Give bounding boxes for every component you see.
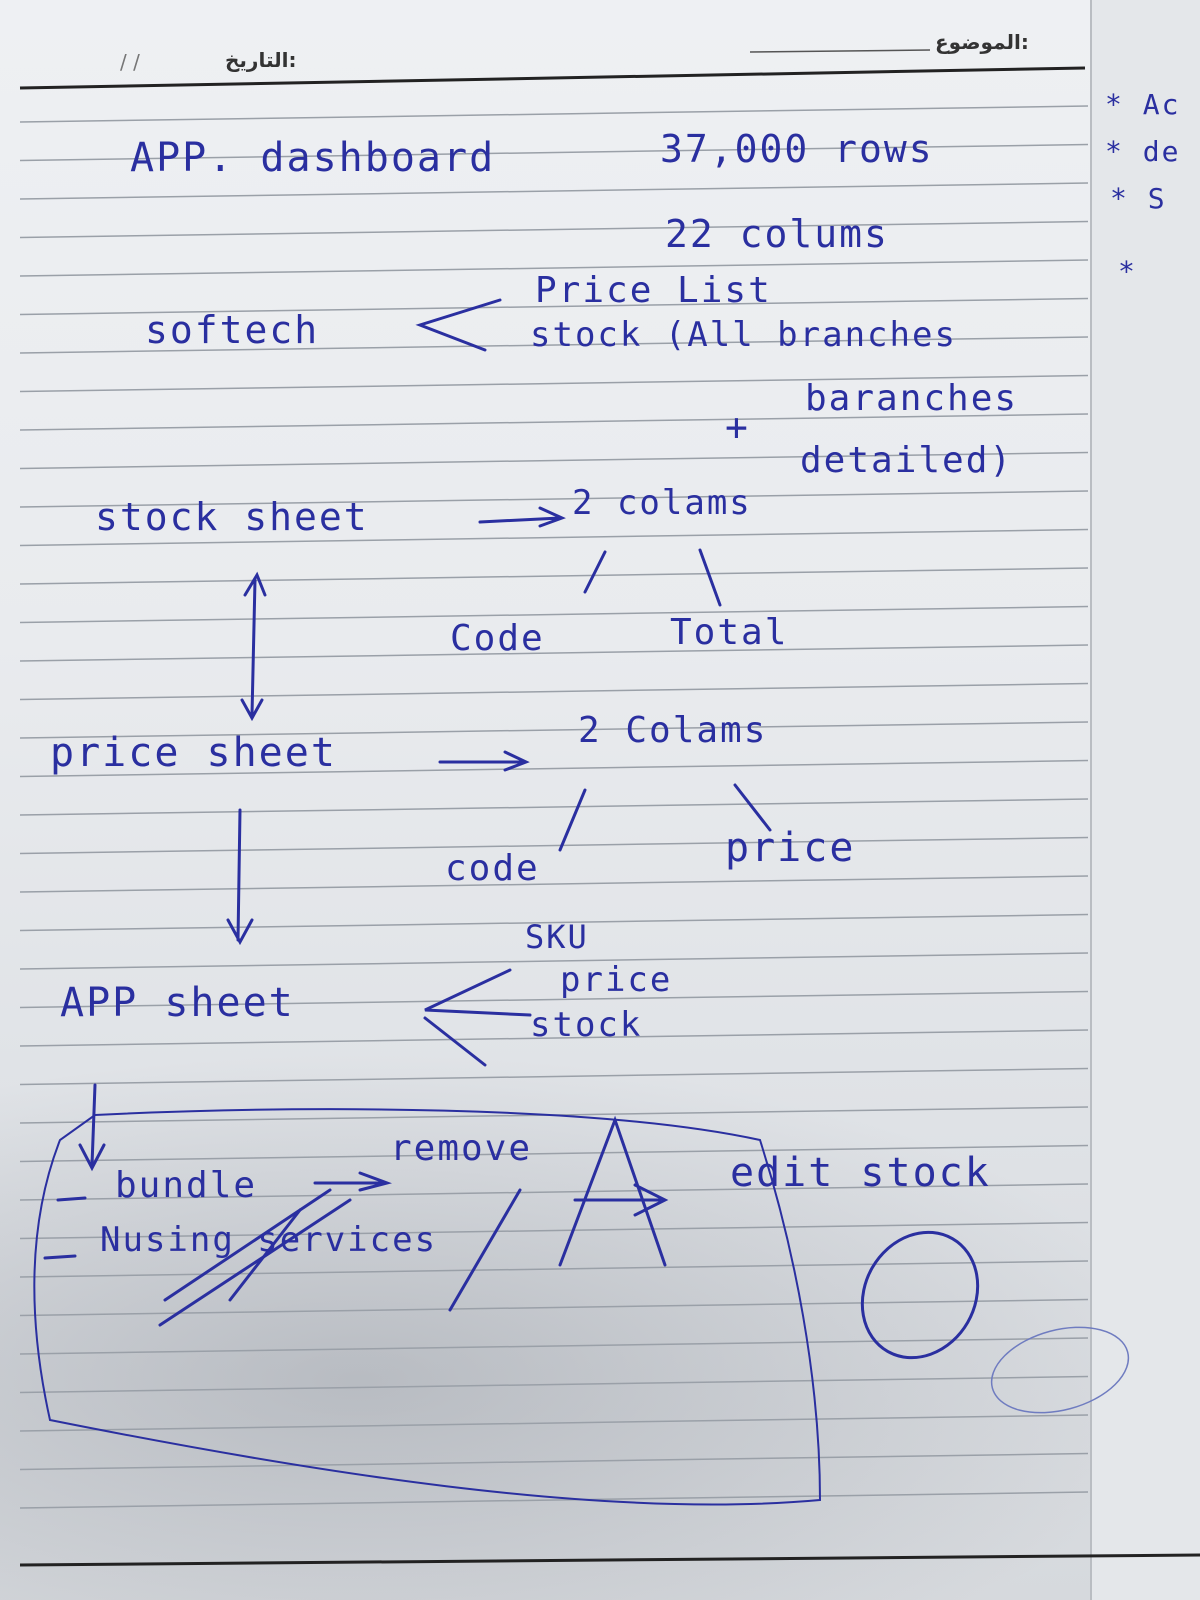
note-softech: softech [145,308,320,352]
ruled-line [19,1144,1089,1163]
ruled-line [19,875,1089,893]
ruled-line [19,1067,1089,1086]
ruled-line [19,1260,1089,1278]
note-stock-all: stock (All branches [530,315,957,355]
ruled-line [19,721,1089,739]
faint-circle [990,1326,1130,1414]
stock-sheet-arrow [478,506,566,528]
margin-line-4: * [1118,255,1137,288]
note-price-sheet: price sheet [50,730,337,776]
subject-label: الموضوع: [935,30,1029,54]
app-bracket [423,968,532,1067]
note-nursing: Nusing services [100,1220,438,1260]
price-to-app-arrow [226,808,254,946]
stock-branch-left [583,550,607,594]
ruled-line [19,374,1089,393]
note-stock-sheet-cols: 2 colams [572,483,752,523]
dash-1 [56,1196,87,1202]
note-branches: baranches [805,378,1019,419]
ruled-line [19,259,1089,277]
ruled-line [19,759,1089,778]
dash-2 [43,1254,77,1260]
ruled-lines [19,105,1089,1509]
note-bundle: bundle [115,1165,258,1206]
ruled-line [19,1414,1089,1432]
note-sku: SKU [525,918,589,956]
price-sheet-arrow [438,750,530,772]
ruled-line [19,913,1089,932]
note-edit-stock: edit stock [730,1150,991,1196]
crossout-3 [228,1208,302,1302]
ruled-line [19,1183,1089,1201]
note-code-2: code [445,848,540,889]
ruled-line [19,413,1089,431]
app-down-arrow [78,1083,106,1172]
crossout-4 [448,1188,522,1312]
note-total: Total [670,612,789,653]
ruled-line [19,1029,1089,1047]
crossout-2 [158,1198,352,1327]
bundle-arrow [313,1171,393,1192]
big-a-arrow [558,1115,669,1267]
circle-note [860,1230,980,1360]
stock-branch-right [698,548,722,607]
note-app-sheet: APP sheet [60,980,295,1026]
ruled-line [19,798,1089,816]
ruled-line [19,143,1089,162]
note-app-price: price [560,960,673,1000]
ruled-line [19,990,1089,1009]
note-columns: 22 colums [665,212,889,256]
ruled-line [19,105,1089,123]
ruled-line [19,1491,1089,1509]
page-shadow [0,1050,1200,1600]
note-rows: 37,000 rows [660,127,934,171]
date-slashes: / / [120,50,140,74]
ruled-line [19,528,1089,547]
ruled-line [19,220,1089,239]
note-price: price [725,825,856,871]
ruled-line [19,490,1089,508]
ruled-line [19,182,1089,200]
subject-underline [749,49,931,53]
ink-drawings [33,298,1130,1506]
margin-line-2: * de [1105,135,1181,168]
ruled-line [19,605,1089,624]
crossout-1 [163,1188,332,1302]
note-stock-sheet: stock sheet [95,495,369,539]
ruled-line [19,567,1089,585]
note-code-1: Code [450,618,545,659]
note-detailed: detailed) [800,440,1014,481]
ruled-line [19,1221,1089,1240]
ruled-line [19,644,1089,662]
note-app-stock: stock [530,1005,643,1045]
price-branch-right [733,783,772,832]
ruled-line [19,1452,1089,1471]
note-plus: + [725,405,750,449]
note-price-list: Price List [535,270,772,311]
bottom-rule [19,1553,1200,1567]
ruled-line [19,1337,1089,1355]
enclosing-box [33,1108,822,1506]
ruled-line [19,952,1089,970]
note-title: APP. dashboard [130,135,496,181]
ruled-line [19,1375,1089,1394]
ruled-line [19,1298,1089,1317]
note-remove: remove [390,1128,533,1169]
margin-line-1: * Ac [1105,88,1181,121]
right-facing-page [1090,0,1200,1600]
margin-line-3: * S [1110,182,1167,215]
ruled-line [19,297,1089,316]
stock-price-double-arrow [240,571,267,722]
ruled-line [19,836,1089,855]
date-label: التاريخ: [225,48,297,72]
softech-bracket [415,298,502,352]
header-rule [19,66,1086,90]
ruled-line [19,336,1089,354]
price-branch-left [558,788,587,852]
ruled-line [19,682,1089,701]
note-price-sheet-cols: 2 Colams [578,710,768,751]
ruled-line [19,451,1089,470]
